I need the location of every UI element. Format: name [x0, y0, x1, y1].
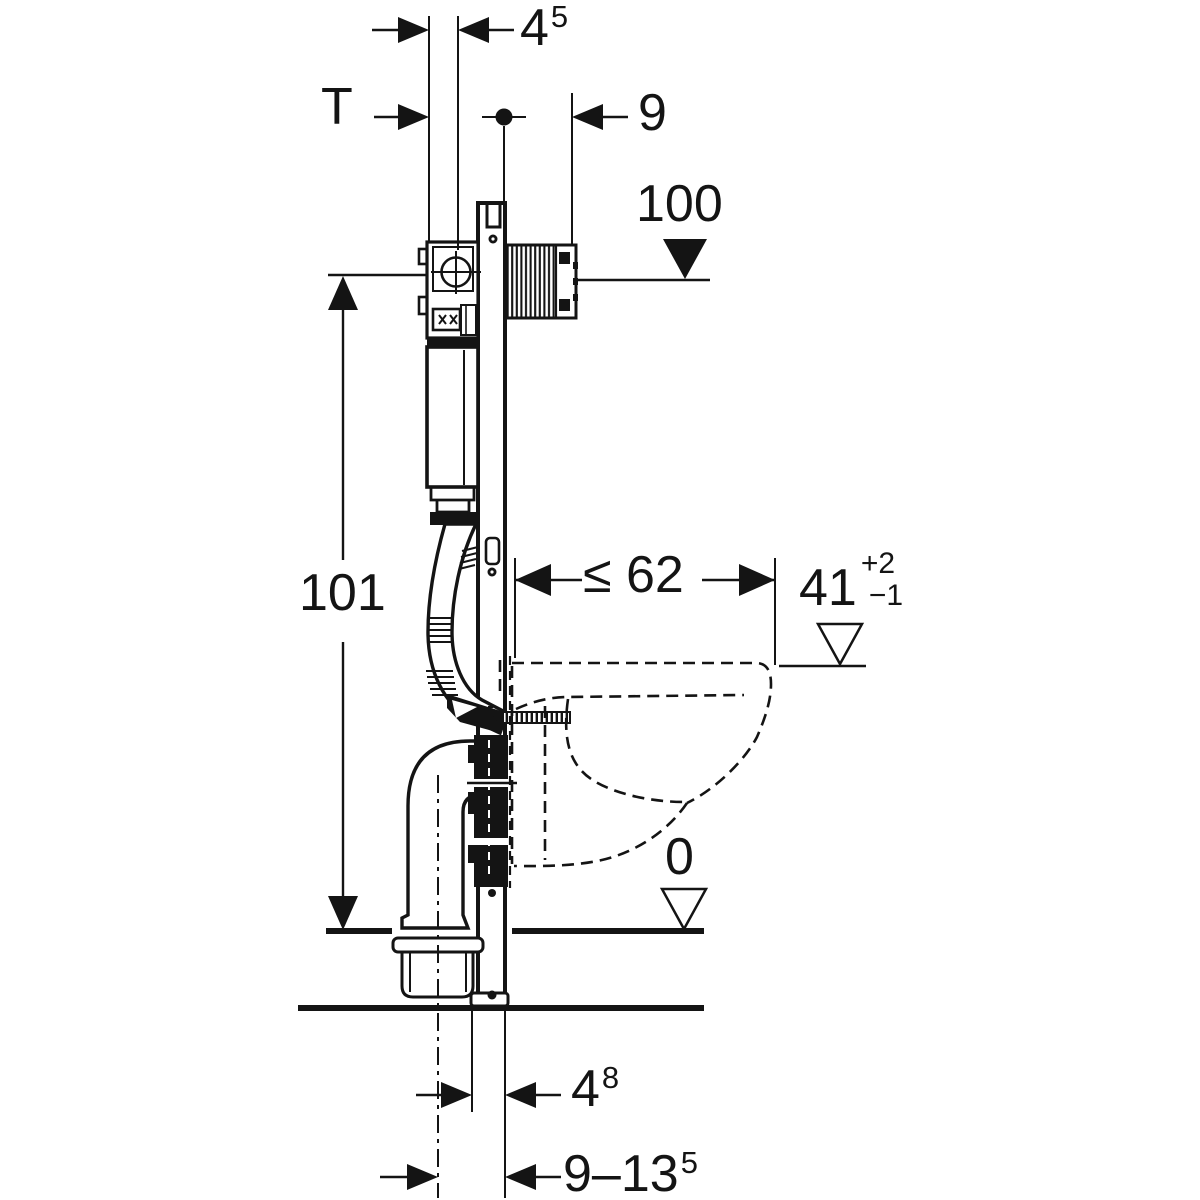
- cistern-tank: [425, 345, 480, 525]
- extension-lines: [328, 16, 866, 1198]
- level-marker-0-icon: [659, 887, 709, 932]
- dim-outlet-range-label: 9–135: [563, 1145, 698, 1200]
- dim-top-offset-value: 4: [520, 0, 549, 57]
- floor-level-label: 0: [665, 831, 694, 883]
- rail-foot: [469, 990, 510, 1008]
- flow-arrow-icon: [452, 700, 477, 718]
- dim-outlet-range-sup: 5: [680, 1145, 698, 1180]
- level-marker-100-icon: [663, 239, 707, 279]
- dim-seat-level-label: 41+2−1: [799, 548, 904, 625]
- box-depth-arrow: [572, 104, 628, 130]
- dim-seat-level-value: 41: [799, 559, 857, 617]
- dim-outlet-range-value: 9–13: [563, 1145, 679, 1200]
- depth-arrow: [374, 104, 429, 130]
- wc-pan-dashed-outline: [498, 656, 773, 888]
- floor-level-value: 0: [665, 828, 694, 886]
- dim-top-offset-sup: 5: [550, 0, 569, 34]
- dim-seat-level-sup: +2: [860, 547, 896, 580]
- threaded-rod: [484, 705, 571, 725]
- dim-bowl-depth-value: ≤ 62: [583, 546, 684, 604]
- dim-outlet-offset-value: 4: [571, 1060, 600, 1118]
- dim-top-offset-label: 45: [520, 0, 569, 57]
- dim-box-depth-value: 9: [638, 84, 667, 142]
- dim-outlet-offset-label: 48: [571, 1060, 620, 1118]
- depth-value: T: [321, 78, 353, 136]
- dim-plate-level-value: 100: [636, 175, 723, 233]
- outlet-range-arrows: [380, 1164, 561, 1190]
- level-marker-41-icon: [815, 622, 865, 667]
- outlet-connector: [467, 735, 517, 897]
- dim-frame-height-label: 101: [299, 567, 386, 619]
- fill-valve-assembly: [417, 240, 481, 347]
- outlet-offset-arrows: [416, 1082, 561, 1108]
- depth-label: T: [321, 81, 353, 133]
- frame-height-arrows: [328, 276, 358, 930]
- dim-plate-level-label: 100: [636, 178, 723, 230]
- pipe-rib-bands: [426, 546, 479, 696]
- floor-lines: [298, 928, 704, 1011]
- wall-reference-dot: [495, 108, 513, 126]
- dimension-lines: [328, 17, 865, 1190]
- dim-seat-level-sub: −1: [868, 578, 904, 612]
- dim-top-offset-arrows: [372, 17, 514, 43]
- dim-frame-height-value: 101: [299, 564, 386, 622]
- dim-outlet-offset-sup: 8: [601, 1060, 620, 1095]
- protection-box: [505, 243, 578, 320]
- dim-bowl-depth-label: ≤ 62: [583, 549, 684, 601]
- dim-box-depth-label: 9: [638, 87, 667, 139]
- bowl-depth-arrows: [515, 564, 775, 596]
